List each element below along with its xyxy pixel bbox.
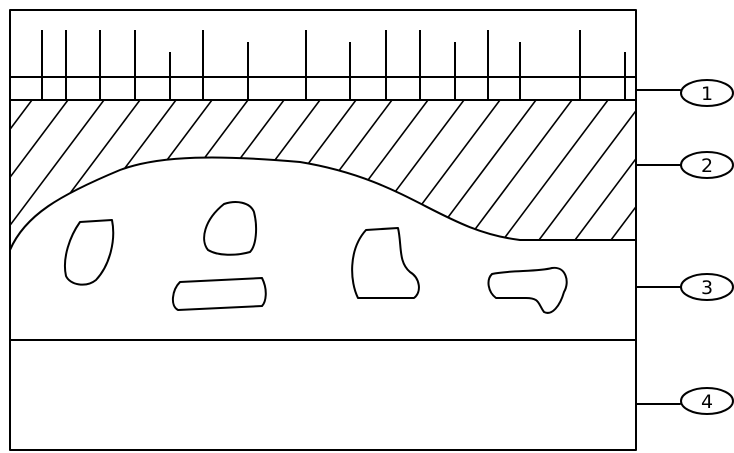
hatch-line	[668, 100, 734, 260]
hatch-line	[164, 100, 284, 260]
hatch-line	[0, 100, 104, 260]
hatch-line	[272, 100, 392, 260]
hatch-line	[416, 100, 536, 260]
hatch-line	[632, 100, 734, 260]
label-3: 3	[681, 274, 733, 300]
hatch-line	[488, 100, 608, 260]
hatch-line	[704, 100, 734, 260]
hatch-line	[128, 100, 248, 260]
hatch-line	[0, 100, 32, 260]
hatch-line	[560, 100, 680, 260]
hatch-line	[20, 100, 140, 260]
rock-fragment	[173, 278, 266, 310]
layer-3-rocks	[65, 202, 567, 313]
rock-fragment	[65, 220, 113, 285]
hatch-line	[524, 100, 644, 260]
rock-fragment	[204, 202, 256, 255]
label-3-text: 3	[701, 277, 713, 299]
layer-1-vertical-lines	[42, 30, 625, 100]
label-1-text: 1	[701, 83, 713, 105]
label-1: 1	[681, 80, 733, 106]
label-2: 2	[681, 152, 733, 178]
hatch-line	[200, 100, 320, 260]
hatch-line	[92, 100, 212, 260]
hatch-line	[380, 100, 500, 260]
label-4-text: 4	[701, 391, 713, 413]
hatch-line	[236, 100, 356, 260]
hatch-line	[56, 100, 176, 260]
rock-fragment	[352, 228, 419, 298]
hatch-line	[452, 100, 572, 260]
label-4: 4	[681, 388, 733, 414]
rock-fragment	[489, 268, 567, 313]
hatch-line	[596, 100, 716, 260]
label-2-text: 2	[701, 155, 713, 177]
